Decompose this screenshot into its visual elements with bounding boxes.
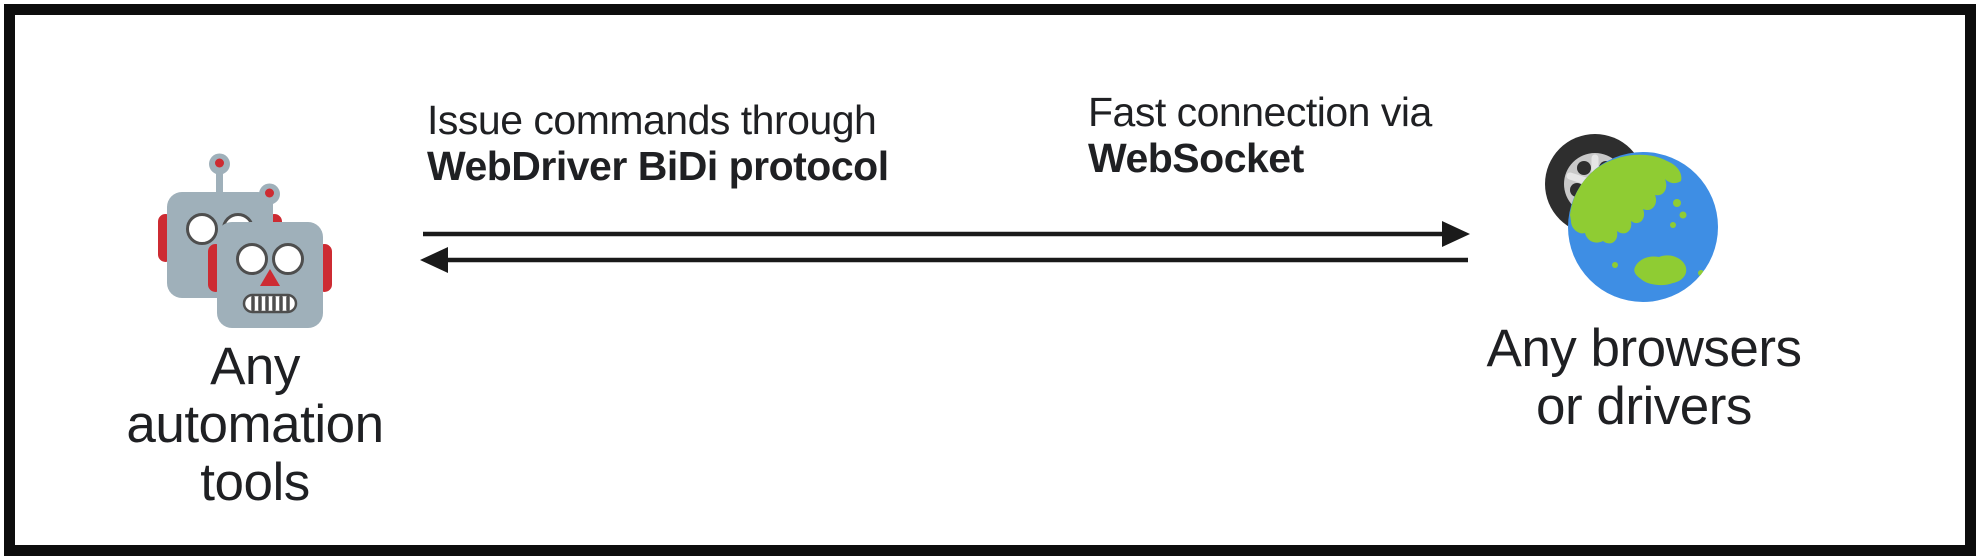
- right-arrowhead-icon: [1442, 221, 1470, 247]
- robots-icon: [156, 152, 334, 330]
- label-line: Any: [210, 337, 300, 396]
- diagram-frame-border: [4, 4, 1976, 556]
- annotation-text: Issue commands through: [427, 97, 877, 143]
- label-line: or drivers: [1536, 377, 1752, 436]
- annotation-text: Fast connection via: [1088, 89, 1432, 135]
- label-line: Any browsers: [1486, 319, 1802, 378]
- left-arrowhead-icon: [420, 247, 448, 273]
- annotation-text-bold: WebDriver BiDi protocol: [427, 143, 889, 189]
- right-arrow: [423, 221, 1470, 247]
- automation-tools-label: Any automation tools: [45, 338, 465, 512]
- annotation-text-bold: WebSocket: [1088, 135, 1304, 181]
- label-line: tools: [200, 453, 310, 512]
- browsers-drivers-label: Any browsers or drivers: [1384, 320, 1904, 436]
- bidirectional-arrows: [420, 221, 1470, 273]
- globe-and-tire-icon: [1545, 134, 1718, 302]
- label-line: automation: [126, 395, 384, 454]
- websocket-annotation: Fast connection via WebSocket: [1088, 89, 1432, 181]
- globe-icon: [1568, 152, 1718, 302]
- left-arrow: [420, 247, 1468, 273]
- bidi-annotation: Issue commands through WebDriver BiDi pr…: [427, 97, 889, 189]
